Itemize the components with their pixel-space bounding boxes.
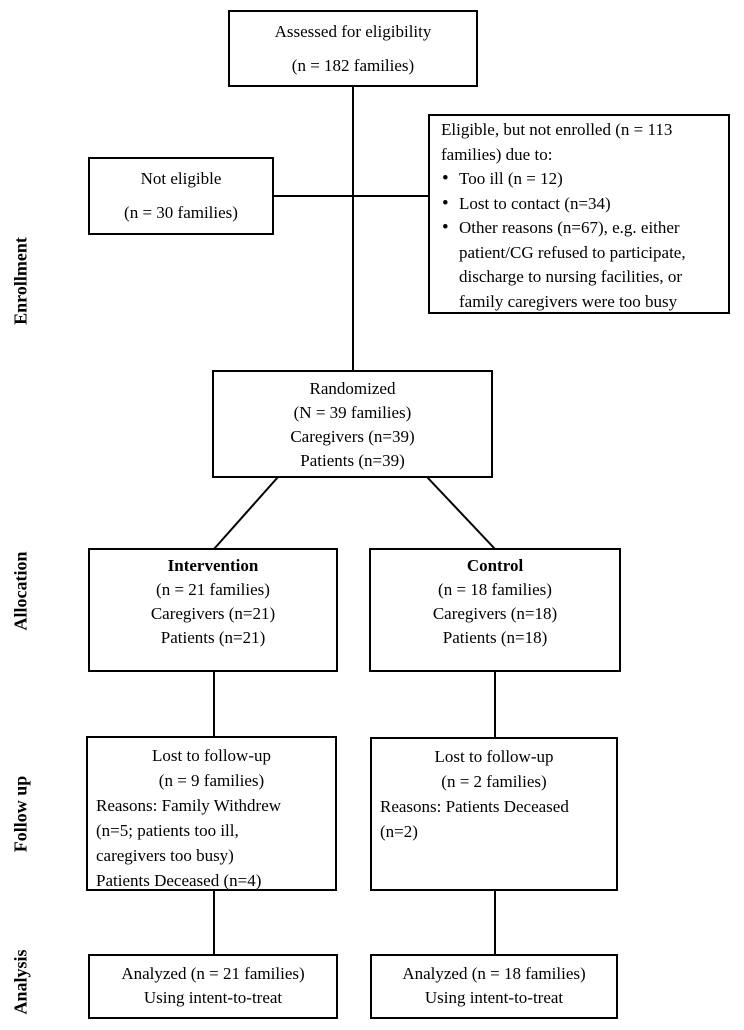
box-line: Reasons: Patients Deceased <box>380 797 569 816</box>
box-line: (n = 21 families) <box>156 580 270 599</box>
box-line: Lost to follow-up <box>152 746 271 765</box>
box-line: Analyzed (n = 18 families) <box>402 964 586 983</box>
not-enrolled-reason-list: Too ill (n = 12) Lost to contact (n=34) … <box>441 167 720 314</box>
followup-control-box: Lost to follow-up (n = 2 families) Reaso… <box>370 737 618 891</box>
analyzed-control-box: Analyzed (n = 18 families) Using intent-… <box>370 954 618 1019</box>
analyzed-intervention-box: Analyzed (n = 21 families) Using intent-… <box>88 954 338 1019</box>
box-line: (n = 30 families) <box>124 203 238 222</box>
box-line: Patients (n=39) <box>300 451 405 470</box>
reason-item: Lost to contact (n=34) <box>441 192 720 217</box>
box-line: Patients Deceased (n=4) <box>96 871 262 890</box>
box-line: caregivers too busy) <box>96 846 234 865</box>
arm-title: Intervention <box>167 556 259 575</box>
box-line: Not eligible <box>140 169 222 188</box>
box-line: (n=2) <box>380 822 418 841</box>
box-line: Using intent-to-treat <box>143 988 283 1007</box>
stage-label-allocation: Allocation <box>10 551 31 631</box>
randomized-box: Randomized (N = 39 families) Caregivers … <box>212 370 493 478</box>
assessed-eligibility-box: Assessed for eligibility (n = 182 famili… <box>228 10 478 87</box>
box-line: Patients (n=21) <box>160 628 266 647</box>
box-line: (n = 2 families) <box>441 772 547 791</box>
box-line: (n = 9 families) <box>158 771 265 790</box>
box-line: Randomized <box>309 379 396 398</box>
box-line: Assessed for eligibility <box>274 22 432 41</box>
stage-label-enrollment: Enrollment <box>10 237 31 325</box>
box-line: (n=5; patients too ill, <box>96 821 239 840</box>
box-line: Caregivers (n=39) <box>290 427 415 446</box>
box-line: Caregivers (n=21) <box>150 604 276 623</box>
box-line: Patients (n=18) <box>442 628 548 647</box>
box-line: Lost to follow-up <box>434 747 554 766</box>
connector-diagonal-intervention <box>213 476 279 550</box>
control-arm-box: Control (n = 18 families) Caregivers (n=… <box>369 548 621 672</box>
stage-label-analysis: Analysis <box>10 949 31 1015</box>
box-line: (n = 182 families) <box>291 56 415 75</box>
box-line: Analyzed (n = 21 families) <box>121 964 305 983</box>
box-line: Using intent-to-treat <box>424 988 564 1007</box>
reason-item: Other reasons (n=67), e.g. either patien… <box>441 216 720 314</box>
intervention-arm-box: Intervention (n = 21 families) Caregiver… <box>88 548 338 672</box>
stage-label-follow-up: Follow up <box>10 775 31 853</box>
box-intro-text: Eligible, but not enrolled (n = 113 fami… <box>441 120 673 164</box>
box-line: Caregivers (n=18) <box>432 604 558 623</box>
box-line: Reasons: Family Withdrew <box>96 796 282 815</box>
followup-intervention-box: Lost to follow-up (n = 9 families) Reaso… <box>86 736 337 891</box>
reason-item: Too ill (n = 12) <box>441 167 720 192</box>
not-enrolled-box: Eligible, but not enrolled (n = 113 fami… <box>428 114 730 314</box>
arm-title: Control <box>466 556 524 575</box>
box-line: (N = 39 families) <box>293 403 412 422</box>
box-line: (n = 18 families) <box>438 580 552 599</box>
connector-diagonal-control <box>426 476 496 550</box>
not-eligible-box: Not eligible (n = 30 families) <box>88 157 274 235</box>
